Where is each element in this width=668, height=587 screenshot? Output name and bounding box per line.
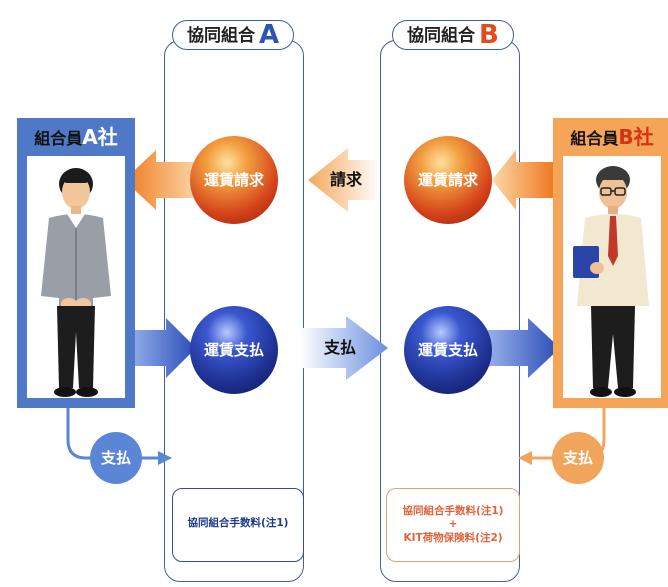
member-a-prefix: 組合員 <box>34 129 83 148</box>
coop-a-letter: A <box>259 20 280 50</box>
ball-a-payment: 運賃支払 <box>190 306 278 394</box>
fee-box-a: 協同組合手数料(注1) <box>172 488 304 562</box>
member-a-box: 組合員A社 <box>17 118 135 408</box>
fee-a-text: 協同組合手数料(注1) <box>187 517 289 529</box>
payment-arrow-member-b <box>486 318 560 378</box>
member-b-figure-area <box>563 156 661 398</box>
invoice-arrow-member-a <box>124 150 200 210</box>
member-b-box: 組合員B社 <box>553 118 668 408</box>
member-a-company: A社 <box>82 125 118 149</box>
fee-box-b: 協同組合手数料(注1) + KIT荷物保険料(注2) <box>386 488 520 562</box>
coop-a-label: 協同組合 <box>187 26 255 46</box>
person-a-illustration <box>41 168 111 397</box>
member-a-header: 組合員A社 <box>17 118 135 156</box>
member-b-prefix: 組合員 <box>570 129 619 148</box>
member-a-figure-area <box>27 156 125 398</box>
coop-b-letter: B <box>479 20 499 50</box>
pay-circle-a: 支払 <box>90 432 142 484</box>
pay-circle-b: 支払 <box>552 432 604 484</box>
fee-b-line1: 協同組合手数料(注1) <box>402 505 504 517</box>
invoice-arrow-middle <box>308 148 380 212</box>
person-b-illustration <box>573 166 649 397</box>
fee-b-line2: KIT荷物保険料(注2) <box>403 532 503 544</box>
member-b-company: B社 <box>618 125 654 149</box>
payment-arrow-label: 支払 <box>323 338 356 357</box>
invoice-arrow-member-b <box>492 150 553 210</box>
coop-b-label: 協同組合 <box>407 26 475 46</box>
payment-arrow-middle <box>300 316 388 380</box>
ball-b-payment: 運賃支払 <box>404 306 492 394</box>
ball-a-invoice: 運賃請求 <box>190 136 278 224</box>
pay-line-a <box>66 408 160 460</box>
invoice-arrow-label: 請求 <box>329 170 362 189</box>
member-b-header: 組合員B社 <box>553 118 668 156</box>
fee-b-plus: + <box>448 518 458 530</box>
payment-arrow-member-a <box>128 318 196 378</box>
ball-b-invoice: 運賃請求 <box>404 136 492 224</box>
